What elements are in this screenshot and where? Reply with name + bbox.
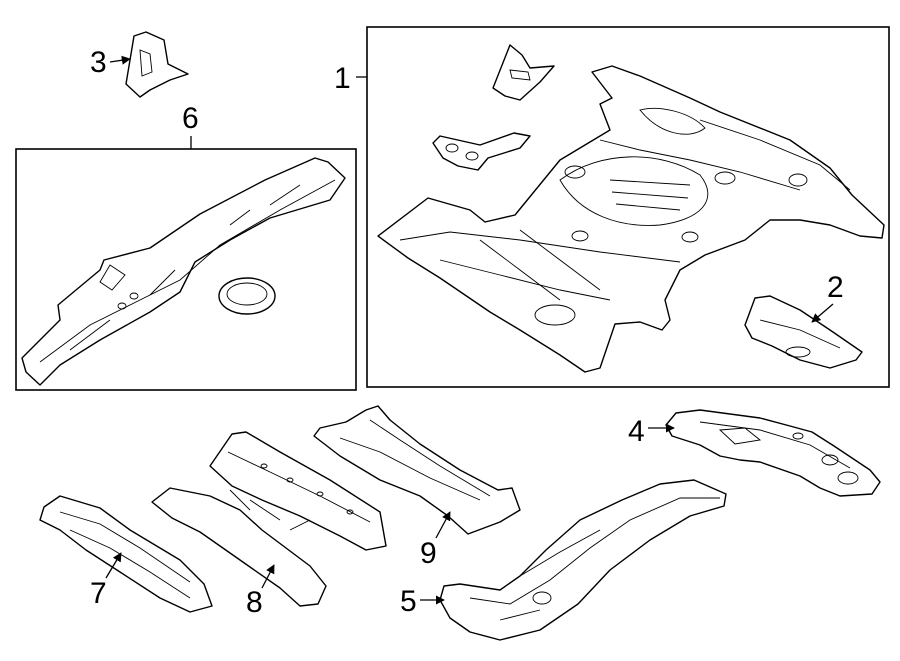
- callout-9-leader: [435, 511, 451, 539]
- callout-2-leader: [811, 303, 834, 323]
- floor-side-member-part: [439, 479, 727, 641]
- callout-6: 6: [182, 102, 199, 149]
- floor-pan-group-frame: [366, 26, 890, 388]
- floor-bracket-upper-part: [492, 44, 555, 101]
- callout-7-leader: [105, 552, 122, 579]
- callout-1: 1: [334, 62, 367, 95]
- rear-floor-pan-part: [377, 65, 885, 373]
- callout-8-leader: [261, 564, 275, 589]
- callout-7: 7: [90, 552, 122, 610]
- callout-3: 3: [90, 46, 131, 79]
- callout-4: 4: [628, 415, 675, 448]
- callout-9: 9: [420, 511, 451, 570]
- callout-5: 5: [400, 585, 445, 618]
- floor-crossmember-piece-part: [744, 295, 863, 369]
- side-rail-group-frame: [15, 148, 357, 391]
- center-crossmember-part: [313, 405, 521, 535]
- floor-crossmember-assembly-part: [151, 431, 387, 607]
- callout-2-label: 2: [827, 271, 844, 304]
- callout-4-label: 4: [628, 415, 645, 448]
- grommet-part: [218, 277, 276, 315]
- callout-6-label: 6: [182, 102, 199, 135]
- callout-8: 8: [246, 564, 275, 619]
- callout-2: 2: [811, 271, 844, 323]
- mount-bracket-part: [125, 31, 189, 98]
- callout-3-label: 3: [90, 46, 107, 79]
- callout-7-label: 7: [90, 577, 107, 610]
- callout-8-label: 8: [246, 586, 263, 619]
- callout-1-label: 1: [334, 62, 351, 95]
- floor-bracket-lower-part: [432, 132, 531, 171]
- callout-3-leader: [109, 55, 131, 65]
- side-rail-part: [21, 157, 346, 386]
- callout-5-label: 5: [400, 585, 417, 618]
- callout-9-label: 9: [420, 537, 437, 570]
- rear-crossmember-part: [39, 495, 213, 613]
- side-extension-panel-part: [665, 409, 881, 497]
